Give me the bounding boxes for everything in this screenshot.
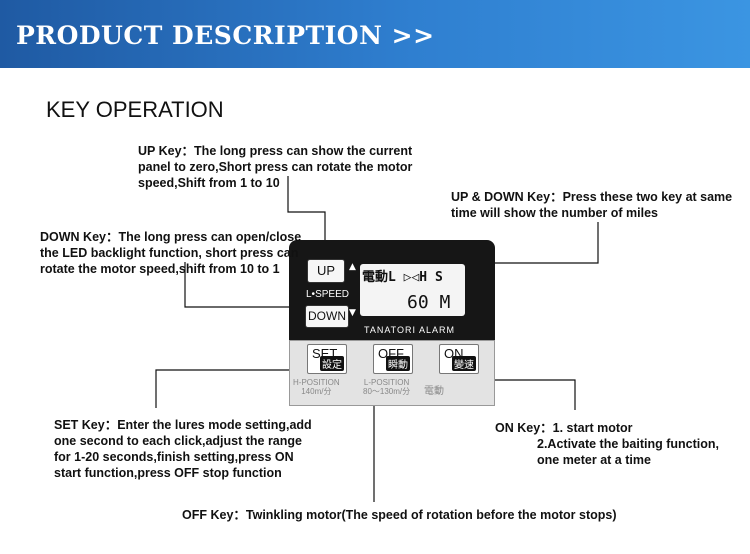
header-banner: PRODUCT DESCRIPTION >> [0,0,750,68]
lcd-mode: 電動L ▷◁H S [362,270,443,285]
down-arrow-icon: ▼ [349,308,356,318]
set-key-kanji: 設定 [320,356,344,371]
off-key-note: OFF Key：Twinkling motor(The speed of rot… [182,508,617,522]
leader-set [155,369,313,408]
panel-display-area: UP ▲ L•SPEED DOWN ▼ 電動L ▷◁H S 60 M TANAT… [289,240,495,340]
denki-label: 電動 [424,386,444,397]
set-key-note: SET Key：Enter the lures mode setting,add… [54,418,312,480]
up-arrow-icon: ▲ [349,262,356,272]
down-key[interactable]: DOWN [305,305,349,328]
on-key-kanji: 變速 [452,356,476,371]
off-key[interactable]: OFF 瞬動 [373,344,413,374]
lcd-screen: 電動L ▷◁H S 60 M [360,264,465,316]
set-key[interactable]: SET 設定 [307,344,347,374]
brand-label: TANATORI ALARM [364,325,456,335]
updown-key-note: UP & DOWN Key：Press these two key at sam… [451,190,733,220]
speed-label: L•SPEED [306,289,349,300]
section-title: KEY OPERATION [46,97,224,122]
off-key-kanji: 瞬動 [386,356,410,371]
up-key-note: UP Key：The long press can show the curre… [138,144,413,190]
on-key[interactable]: ON 變速 [439,344,479,374]
control-panel: UP ▲ L•SPEED DOWN ▼ 電動L ▷◁H S 60 M TANAT… [289,240,495,406]
up-key[interactable]: UP [307,259,345,283]
leader-up [287,176,326,260]
leader-down [184,262,325,308]
lcd-distance: 60 M [407,292,451,313]
banner-title: PRODUCT DESCRIPTION >> [16,21,435,50]
